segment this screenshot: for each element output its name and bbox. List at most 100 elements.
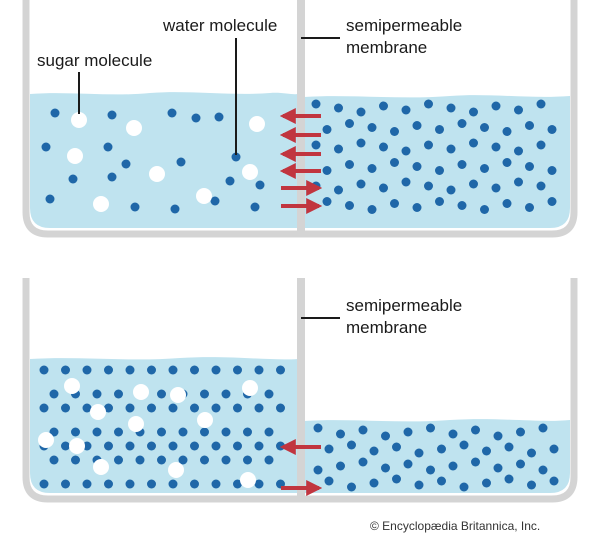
water-molecule-dot bbox=[211, 403, 221, 413]
water-molecule-dot bbox=[448, 429, 458, 439]
water-molecule-dot bbox=[424, 140, 433, 150]
water-molecule-dot bbox=[313, 465, 323, 475]
sugar-molecule-dot bbox=[93, 196, 109, 212]
water-molecule-dot bbox=[514, 146, 523, 156]
water-molecule-dot bbox=[437, 444, 446, 454]
water-molecule-dot bbox=[147, 403, 156, 413]
water-molecule-dot bbox=[167, 108, 177, 118]
water-molecule-dot bbox=[435, 166, 444, 175]
sugar-molecule-dot bbox=[197, 412, 213, 428]
water-molecule-dot bbox=[250, 202, 260, 212]
water-molecule-dot bbox=[168, 479, 178, 489]
water-molecule-dot bbox=[469, 138, 478, 148]
water-molecule-dot bbox=[221, 427, 231, 437]
water-molecule-dot bbox=[107, 110, 117, 120]
water-molecule-dot bbox=[381, 463, 390, 473]
water-molecule-dot bbox=[243, 455, 252, 465]
water-molecule-dot bbox=[504, 474, 514, 484]
water-molecule-dot bbox=[39, 403, 49, 413]
water-molecule-dot bbox=[482, 446, 491, 456]
water-molecule-dot bbox=[322, 125, 332, 134]
water-molecule-dot bbox=[480, 205, 489, 214]
water-molecule-dot bbox=[457, 201, 467, 210]
water-molecule-dot bbox=[412, 162, 422, 171]
water-molecule-dot bbox=[538, 465, 548, 475]
bottom-molecules bbox=[38, 365, 559, 492]
sugar-molecule-dot bbox=[168, 462, 184, 478]
water-molecule-dot bbox=[435, 197, 444, 206]
water-molecule-dot bbox=[92, 389, 102, 399]
water-molecule-dot bbox=[547, 125, 557, 134]
sugar-molecule-dot bbox=[249, 116, 265, 132]
water-molecule-dot bbox=[459, 482, 469, 492]
water-molecule-dot bbox=[493, 431, 503, 441]
water-molecule-dot bbox=[514, 105, 523, 115]
bottom-left-water bbox=[30, 357, 298, 493]
water-molecule-dot bbox=[121, 159, 131, 169]
water-molecule-dot bbox=[178, 427, 188, 437]
water-molecule-dot bbox=[61, 479, 70, 489]
water-molecule-dot bbox=[347, 440, 356, 450]
water-molecule-dot bbox=[426, 423, 435, 433]
water-molecule-dot bbox=[324, 476, 334, 486]
water-molecule-dot bbox=[92, 427, 102, 437]
water-molecule-dot bbox=[469, 107, 478, 117]
water-molecule-dot bbox=[214, 112, 224, 122]
bottom-membrane-label-line2: membrane bbox=[346, 318, 427, 337]
water-molecule-dot bbox=[345, 201, 354, 210]
water-molecule-dot bbox=[233, 479, 242, 489]
water-molecule-dot bbox=[491, 142, 501, 152]
water-molecule-dot bbox=[446, 103, 456, 113]
water-molecule-dot bbox=[403, 427, 413, 437]
membrane-label-line1: semipermeable bbox=[346, 16, 462, 35]
water-molecule-dot bbox=[469, 179, 478, 189]
water-molecule-dot bbox=[82, 365, 92, 375]
water-molecule-dot bbox=[68, 174, 78, 184]
water-molecule-dot bbox=[527, 448, 536, 458]
water-molecule-dot bbox=[61, 365, 70, 375]
sugar-molecule-dot bbox=[196, 188, 212, 204]
water-molecule-dot bbox=[221, 389, 231, 399]
water-molecule-dot bbox=[538, 423, 548, 433]
credit-text: © Encyclopædia Britannica, Inc. bbox=[370, 519, 540, 533]
water-molecule-dot bbox=[547, 166, 557, 175]
water-molecule-dot bbox=[71, 427, 80, 437]
water-molecule-dot bbox=[412, 121, 422, 130]
water-molecule-dot bbox=[527, 480, 536, 490]
water-molecule-dot bbox=[190, 479, 199, 489]
water-molecule-dot bbox=[390, 199, 399, 208]
water-molecule-dot bbox=[211, 479, 221, 489]
water-molecule-dot bbox=[168, 441, 178, 451]
water-molecule-dot bbox=[367, 123, 377, 132]
water-molecule-dot bbox=[254, 479, 264, 489]
water-molecule-dot bbox=[390, 127, 399, 136]
water-molecule-dot bbox=[276, 365, 285, 375]
water-molecule-dot bbox=[379, 142, 388, 152]
water-molecule-dot bbox=[168, 365, 178, 375]
water-molecule-dot bbox=[39, 479, 49, 489]
water-molecule-dot bbox=[356, 179, 366, 189]
water-molecule-dot bbox=[190, 365, 199, 375]
sugar-molecule-dot bbox=[242, 164, 258, 180]
water-molecule-dot bbox=[49, 389, 59, 399]
sugar-molecule-dot bbox=[128, 416, 144, 432]
sugar-molecule-dot bbox=[90, 404, 106, 420]
water-molecule-dot bbox=[493, 463, 503, 473]
water-molecule-dot bbox=[446, 185, 456, 195]
top-left-water bbox=[30, 92, 298, 228]
water-molecule-dot bbox=[549, 476, 559, 486]
sugar-molecule-dot bbox=[38, 432, 54, 448]
membrane-label-line2: membrane bbox=[346, 38, 427, 57]
water-molecule-dot bbox=[516, 459, 525, 469]
water-molecule-dot bbox=[255, 180, 265, 190]
top-arrows bbox=[279, 108, 323, 214]
water-molecule-dot bbox=[504, 442, 514, 452]
water-molecule-dot bbox=[178, 455, 188, 465]
water-molecule-dot bbox=[211, 365, 221, 375]
water-molecule-dot bbox=[549, 444, 559, 454]
water-molecule-dot bbox=[457, 160, 467, 169]
water-molecule-dot bbox=[424, 181, 433, 191]
water-molecule-dot bbox=[231, 152, 241, 162]
water-molecule-dot bbox=[547, 197, 557, 206]
water-molecule-dot bbox=[324, 444, 334, 454]
